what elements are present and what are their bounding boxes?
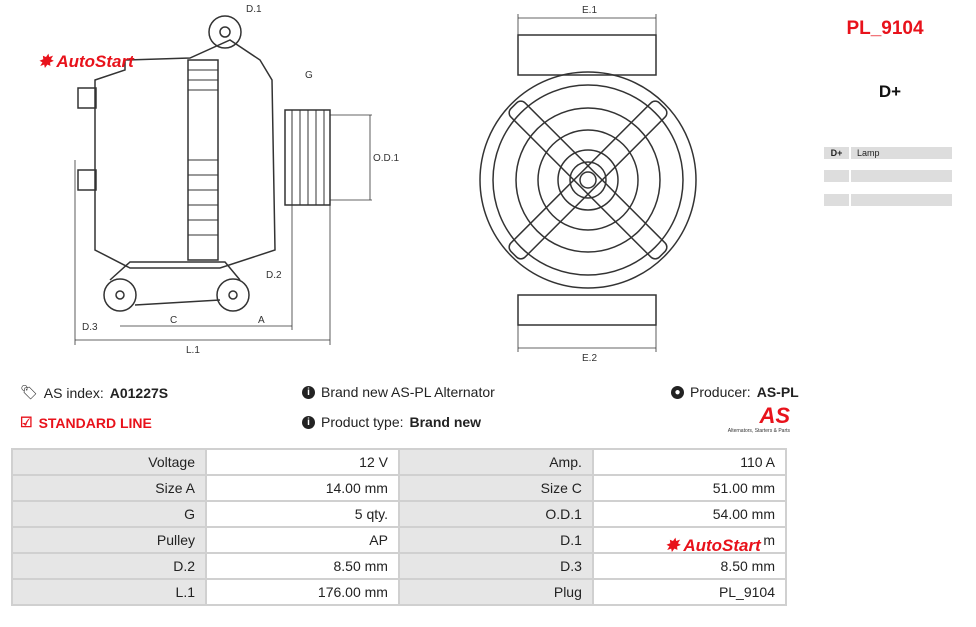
spec-value: 8.50 mm [591,552,788,580]
label-d3: D.3 [82,322,98,333]
autostart-watermark-logo: ✸ AutoStart [665,536,761,556]
tags-icon: 🏷 [20,384,38,400]
spec-value: AP [205,526,400,554]
label-c: C [170,315,177,326]
terminal-key: D+ [824,147,849,159]
terminal-row [824,170,952,182]
description: i Brand new AS-PL Alternator [302,384,495,400]
autostart-logo-icon: ✸ [665,536,680,555]
label-e1: E.1 [582,5,597,16]
terminal-value [851,170,952,182]
description-text: Brand new AS-PL Alternator [321,384,495,400]
product-type-value: Brand new [409,414,482,430]
label-a: A [258,315,265,326]
as-index-value: A01227S [109,384,169,401]
watermark-text: AutoStart [683,536,761,555]
terminal-row: D+Lamp [824,147,952,159]
globe-icon: ● [671,385,684,399]
spec-value: 176.00 mm [205,578,400,606]
spec-label: Pulley [11,526,207,554]
spec-label: D.2 [11,552,207,580]
checkbox-icon: ☑ [20,414,33,430]
autostart-watermark-logo: ✸ AutoStart [38,52,134,72]
label-d2: D.2 [266,270,282,281]
spec-label: Voltage [11,448,207,476]
spec-label: G [11,500,207,528]
spec-value: 8.50 mm [205,552,400,580]
label-l1: L.1 [186,345,200,356]
spec-value: 5 qty. [205,500,400,528]
line-label: STANDARD LINE [38,414,152,431]
terminal-value: Lamp [851,147,952,159]
terminal-key [824,170,849,182]
plug-terminal: D+ [878,82,902,101]
spec-label: Size C [397,474,594,502]
autostart-logo-icon: ✸ [38,52,53,71]
spec-value: m [591,526,788,554]
spec-label: Amp. [397,448,594,476]
logo-tagline: Alternators, Starters & Parts [727,428,790,434]
spec-value: 110 A [591,448,788,476]
terminal-value [851,194,952,206]
spec-value: 54.00 mm [591,500,788,528]
spec-label: O.D.1 [397,500,594,528]
spec-label: Size A [11,474,207,502]
product-type: i Product type: Brand new [302,414,481,430]
alternator-technical-drawing: D.1 G O.D.1 D.2 D.3 C A L.1 E.1 E.2 [74,4,697,364]
producer: ● Producer: AS-PL [671,384,799,400]
side-view: D.1 G O.D.1 D.2 D.3 C A L.1 [74,4,400,356]
standard-line: ☑ STANDARD LINE [20,414,152,431]
label-g: G [305,70,313,81]
spec-label: L.1 [11,578,207,606]
plug-code: PL_9104 [846,18,924,39]
spec-value: 51.00 mm [591,474,788,502]
label-d1: D.1 [246,4,262,15]
spec-value: PL_9104 [591,578,788,606]
as-index-label: AS index: [43,384,104,401]
terminal-row [824,194,952,206]
producer-value: AS-PL [756,384,799,400]
product-type-label: Product type: [321,414,404,430]
info-icon: i [302,415,315,429]
front-view: E.1 E.2 [479,5,697,364]
logo-text: AS [759,403,790,428]
info-icon: i [302,385,315,399]
spec-label: Plug [397,578,594,606]
producer-label: Producer: [690,384,751,400]
watermark-text: AutoStart [56,52,134,71]
spec-value: 12 V [205,448,400,476]
terminal-key [824,194,849,206]
as-index: 🏷 AS index: A01227S [20,384,168,401]
label-od1: O.D.1 [373,153,400,164]
spec-label: D.3 [397,552,594,580]
label-e2: E.2 [582,353,597,364]
spec-label: D.1 [397,526,594,554]
spec-value: 14.00 mm [205,474,400,502]
as-pl-logo: AS Alternators, Starters & Parts [716,403,790,435]
